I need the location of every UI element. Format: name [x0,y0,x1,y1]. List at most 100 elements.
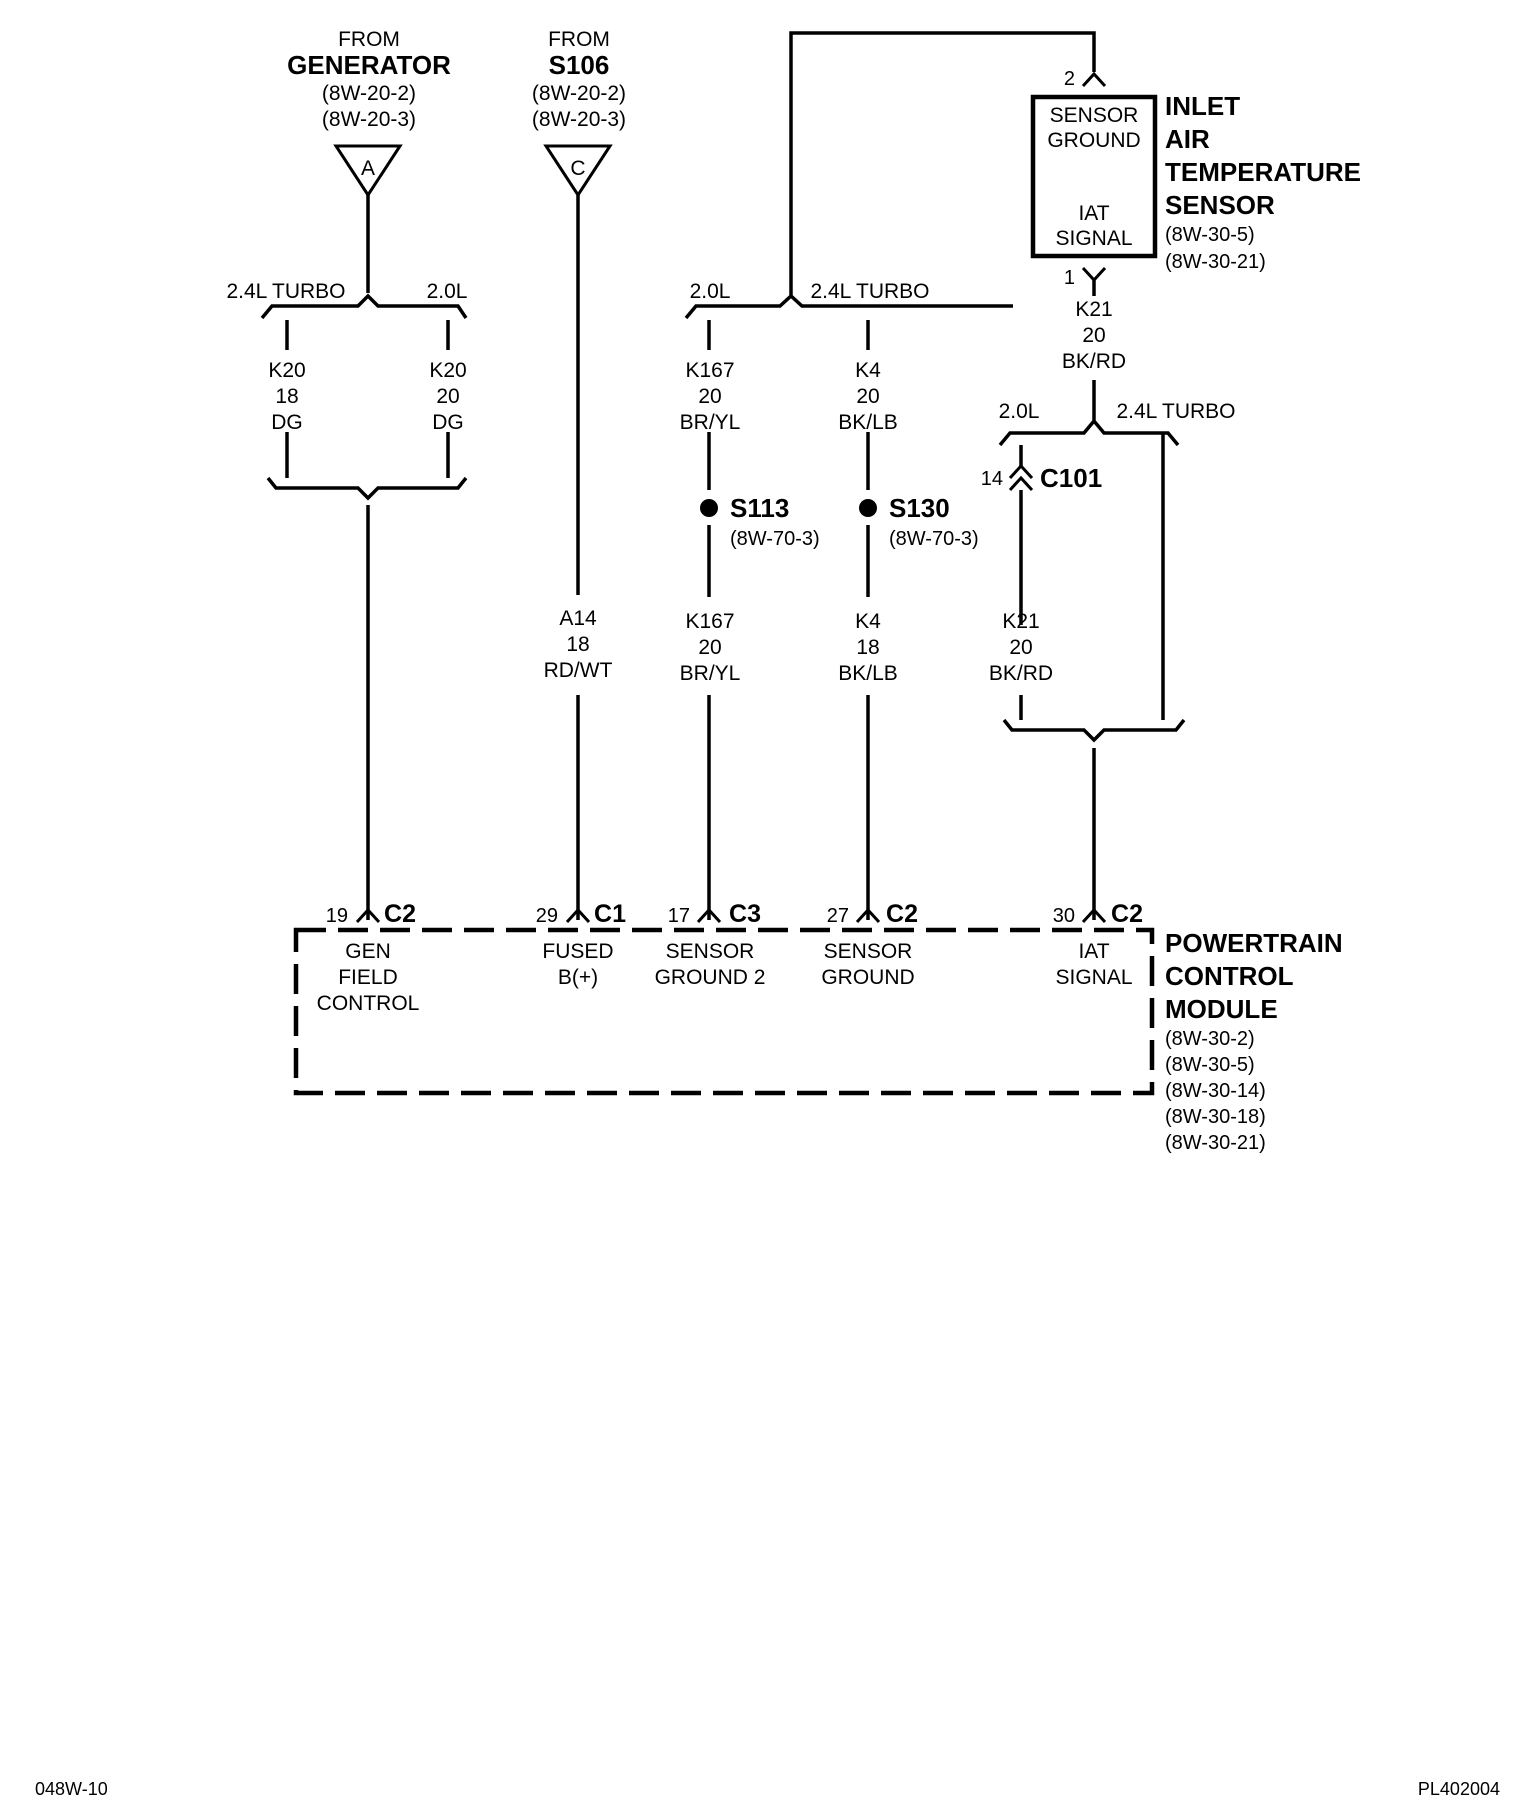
c101-terminal-lower [1008,475,1034,492]
k4-upper-color: BK/LB [838,411,898,434]
iat-sensor-name-1: INLET [1165,91,1240,121]
k167-lower-label: K167 20 BR/YL [680,610,741,685]
pcm-pin-27-connector: C2 [886,900,918,928]
s106-connector-letter: C [570,157,585,180]
k20-turbo-label: K20 18 DG [268,359,305,434]
iat-sensor: 2 SENSOR GROUND IAT SIGNAL 1 INLET AIR T… [1030,68,1361,289]
k4-lower-label: K4 18 BK/LB [838,610,898,685]
pcm-pin-27-number: 27 [827,905,849,927]
k21-lower-label: K21 20 BK/RD [989,610,1053,685]
pcm-pin-19: 19 C2 GEN FIELD CONTROL [317,900,420,1015]
k20-base-color: DG [432,411,464,434]
pcm-pin-30-label-1: IAT [1078,940,1109,963]
s106-ref-1: (8W-20-2) [532,82,626,105]
pcm-pin-19-connector: C2 [384,900,416,928]
k21-sensor-color: BK/RD [1062,350,1126,373]
iat-sensor-ref-1: (8W-30-5) [1165,224,1255,246]
iat-sensor-box [1030,94,1158,259]
generator-base-label: 2.0L [427,280,468,303]
iat-merge-bracket [1002,718,1186,743]
generator-ref-2: (8W-20-3) [322,108,416,131]
pcm-pin-17-number: 17 [668,905,690,927]
k20-turbo-circuit: K20 [268,359,305,382]
sensor-ground-base-label: 2.0L [690,280,731,303]
k20-turbo-color: DG [271,411,303,434]
generator-connector-letter: A [361,157,375,180]
pcm-pin-29-label-1: FUSED [542,940,613,963]
sensor-ground-loop [789,31,1096,295]
connector-c101: 14 C101 [981,463,1102,493]
generator-turbo-label: 2.4L TURBO [226,280,345,303]
k21-sensor-label: K21 20 BK/RD [1062,298,1126,373]
s106-from-label: FROM [548,28,610,51]
pcm-pin-27-label-1: SENSOR [824,940,913,963]
wire-lines [260,31,1186,920]
c101-name: C101 [1040,463,1102,493]
s130-splice-dot [859,499,877,517]
pcm-pin-29-terminal [565,907,591,924]
a14-label: A14 18 RD/WT [544,607,613,682]
k20-turbo-gauge: 18 [275,385,298,408]
generator-merge-bracket [266,476,468,501]
k4-lower-color: BK/LB [838,662,898,685]
a14-color: RD/WT [544,659,613,682]
pcm-module: 19 C2 GEN FIELD CONTROL 29 C1 FUSED B(+)… [293,900,1343,1154]
source-s106: FROM S106 (8W-20-2) (8W-20-3) C [532,28,626,198]
pcm-pin-29-number: 29 [536,905,558,927]
pcm-pin-30-number: 30 [1053,905,1075,927]
source-generator: FROM GENERATOR (8W-20-2) (8W-20-3) A [287,28,451,198]
sensor-ground-turbo-label: 2.4L TURBO [810,280,929,303]
pcm-name-3: MODULE [1165,994,1278,1024]
pcm-pin-19-label-1: GEN [345,940,391,963]
pcm-outline [293,927,1155,1096]
pcm-pin-29-label-2: B(+) [558,966,598,989]
iat-pin-2-label-1: SENSOR [1050,104,1139,127]
s106-name: S106 [549,50,610,80]
k167-upper-circuit: K167 [685,359,734,382]
k20-base-label: K20 20 DG [429,359,466,434]
k4-upper-circuit: K4 [855,359,881,382]
iat-pin-1-label-2: SIGNAL [1055,227,1132,250]
k167-lower-circuit: K167 [685,610,734,633]
a14-circuit: A14 [559,607,597,630]
generator-ref-1: (8W-20-2) [322,82,416,105]
k20-base-gauge: 20 [436,385,459,408]
generator-option-bracket [260,293,468,320]
splice-s113: S113 (8W-70-3) [700,493,820,550]
pcm-pin-17: 17 C3 SENSOR GROUND 2 [655,900,766,989]
pcm-name-1: POWERTRAIN [1165,928,1343,958]
s113-ref: (8W-70-3) [730,528,820,550]
pcm-name-2: CONTROL [1165,961,1294,991]
pcm-pin-17-connector: C3 [729,900,761,928]
pcm-pin-27-label-2: GROUND [821,966,914,989]
iat-sensor-ref-2: (8W-30-21) [1165,251,1266,273]
k167-lower-color: BR/YL [680,662,741,685]
pcm-ref-4: (8W-30-18) [1165,1106,1266,1128]
pcm-ref-3: (8W-30-14) [1165,1080,1266,1102]
splice-s130: S130 (8W-70-3) [859,493,979,550]
generator-connector-triangle [333,144,403,198]
iat-pin-2-number: 2 [1064,68,1075,90]
generator-name: GENERATOR [287,50,451,80]
iat-pin-1-number: 1 [1064,267,1075,289]
k167-upper-gauge: 20 [698,385,721,408]
pcm-ref-1: (8W-30-2) [1165,1028,1255,1050]
pcm-pin-27: 27 C2 SENSOR GROUND [821,900,918,989]
iat-pin-1-label-1: IAT [1078,202,1109,225]
pcm-pin-30-connector: C2 [1111,900,1143,928]
pcm-pin-17-terminal [696,907,722,924]
k21-lower-color: BK/RD [989,662,1053,685]
k4-upper-gauge: 20 [856,385,879,408]
k20-base-circuit: K20 [429,359,466,382]
pcm-pin-27-terminal [855,907,881,924]
iat-option-bracket [998,418,1180,447]
c101-pin-number: 14 [981,468,1003,490]
iat-sensor-name-4: SENSOR [1165,190,1275,220]
pcm-pin-29: 29 C1 FUSED B(+) [536,900,626,989]
iat-base-label: 2.0L [999,400,1040,423]
iat-pin-2-label-2: GROUND [1047,129,1140,152]
pcm-pin-19-label-3: CONTROL [317,992,420,1015]
s113-name: S113 [730,493,789,523]
iat-turbo-label: 2.4L TURBO [1116,400,1235,423]
pcm-ref-2: (8W-30-5) [1165,1054,1255,1076]
